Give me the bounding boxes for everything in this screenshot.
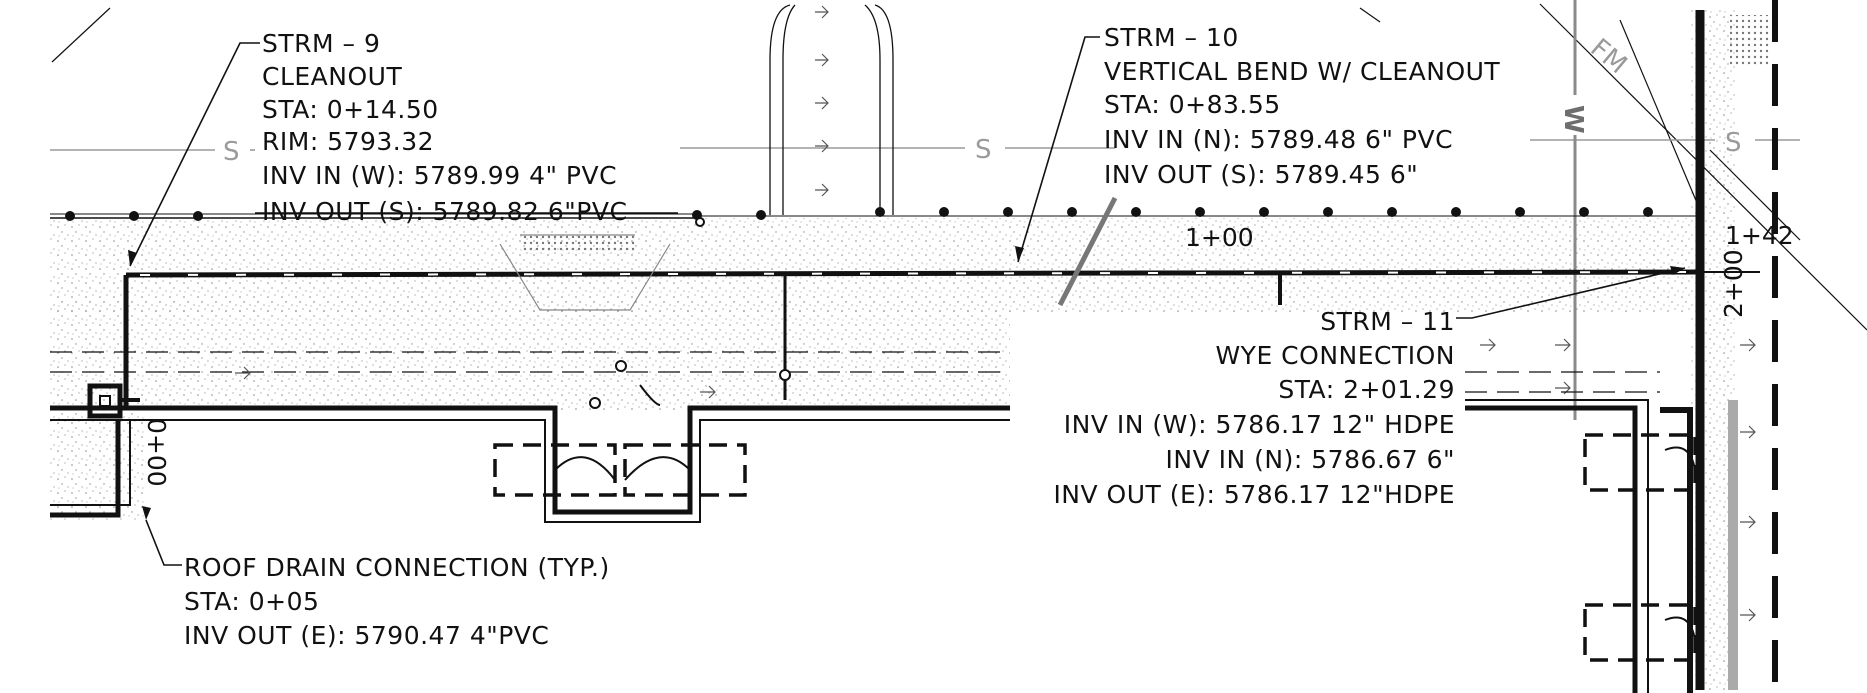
leader-arrowheads bbox=[128, 246, 1685, 520]
roof-drain-line-2: STA: 0+05 bbox=[184, 587, 319, 616]
force-main-label: FM bbox=[1585, 33, 1633, 80]
roof-drain-line-1: ROOF DRAIN CONNECTION (TYP.) bbox=[184, 553, 610, 582]
strm11-line-5: INV IN (N): 5786.67 6" bbox=[1166, 445, 1455, 474]
door-openings bbox=[493, 433, 1697, 662]
strm10-line-4: INV IN (N): 5789.48 6" PVC bbox=[1104, 125, 1453, 154]
strm11-line-3: STA: 2+01.29 bbox=[1278, 375, 1455, 404]
strm11-line-1: STRM – 11 bbox=[1320, 307, 1455, 336]
station-1-00: 1+00 bbox=[1185, 223, 1254, 252]
strm10-line-2: VERTICAL BEND W/ CLEANOUT bbox=[1104, 57, 1500, 86]
roof-drain-line-3: INV OUT (E): 5790.47 4"PVC bbox=[184, 621, 549, 650]
door-swings bbox=[554, 384, 1696, 641]
callout-strm-9: STRM – 9 CLEANOUT STA: 0+14.50 RIM: 5793… bbox=[262, 29, 627, 226]
strm9-line-2: CLEANOUT bbox=[262, 62, 402, 91]
callout-roof-drain: ROOF DRAIN CONNECTION (TYP.) STA: 0+05 I… bbox=[184, 553, 610, 650]
callout-strm-10: STRM – 10 VERTICAL BEND W/ CLEANOUT STA:… bbox=[1104, 23, 1500, 189]
callout-strm-11: STRM – 11 WYE CONNECTION STA: 2+01.29 IN… bbox=[1053, 307, 1455, 509]
fence-posts bbox=[65, 207, 1653, 221]
sewer-label-east: S bbox=[1725, 128, 1742, 158]
flow-arrows-bldg bbox=[235, 338, 1496, 399]
strm10-line-3: STA: 0+83.55 bbox=[1104, 90, 1281, 119]
bend-marker bbox=[1057, 196, 1118, 307]
strm9-line-4: RIM: 5793.32 bbox=[262, 127, 434, 156]
station-1-42: 1+42 bbox=[1725, 221, 1794, 250]
pipe-dashes bbox=[139, 271, 1691, 276]
flow-arrows-top bbox=[815, 5, 1756, 622]
trench-drain bbox=[499, 234, 671, 311]
strm11-line-4: INV IN (W): 5786.17 12" HDPE bbox=[1064, 410, 1455, 439]
strm9-line-3: STA: 0+14.50 bbox=[262, 95, 439, 124]
strm10-line-5: INV OUT (S): 5789.45 6" bbox=[1104, 160, 1418, 189]
water-label: W bbox=[1558, 105, 1588, 134]
cleanout-symbols bbox=[589, 217, 791, 409]
sewer-line bbox=[50, 139, 1800, 151]
concrete-hatch bbox=[50, 10, 1770, 690]
strm9-line-6: INV OUT (S): 5789.82 6"PVC bbox=[262, 197, 627, 226]
strm9-line-1: STRM – 9 bbox=[262, 29, 380, 58]
strm9-line-5: INV IN (W): 5789.99 4" PVC bbox=[262, 161, 617, 190]
strm11-line-2: WYE CONNECTION bbox=[1215, 341, 1455, 370]
leader-lines bbox=[129, 36, 1686, 566]
building-dashed-lines bbox=[50, 351, 1660, 393]
strm10-line-1: STRM – 10 bbox=[1104, 23, 1239, 52]
sewer-label-west: S bbox=[223, 137, 240, 167]
sewer-label-center: S bbox=[975, 135, 992, 165]
station-2-00: 2+00 bbox=[1719, 249, 1748, 318]
strm11-line-6: INV OUT (E): 5786.17 12"HDPE bbox=[1053, 480, 1455, 509]
building-walls bbox=[50, 399, 1693, 693]
station-0-00: 0+00 bbox=[142, 418, 171, 487]
curb-island bbox=[769, 4, 894, 215]
